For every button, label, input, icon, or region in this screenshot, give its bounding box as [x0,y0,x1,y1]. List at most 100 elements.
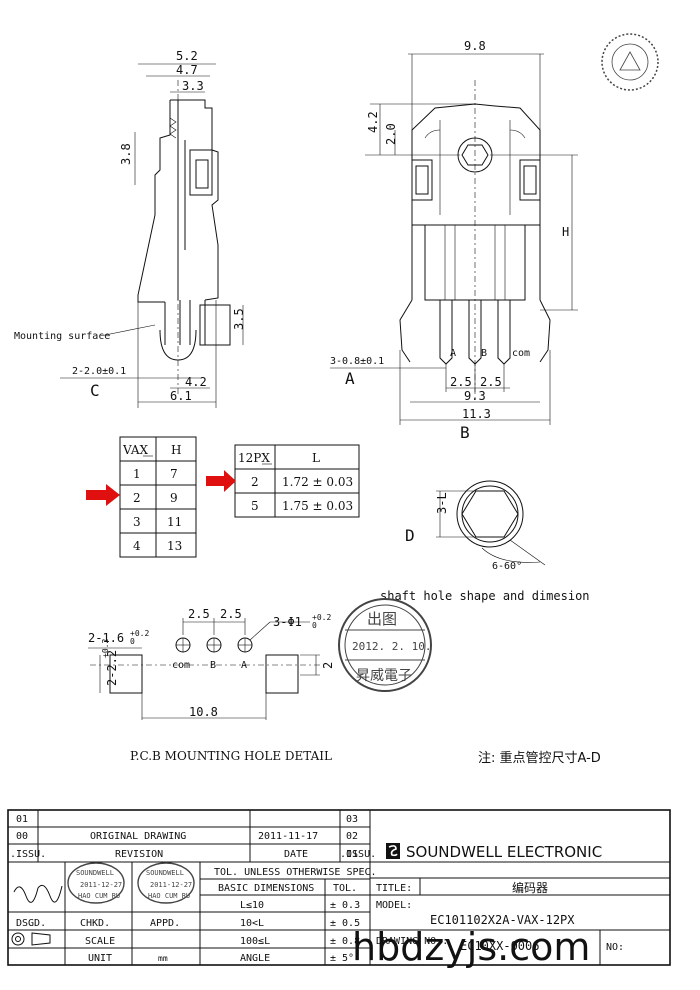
tol-value: ± 0.5 [330,918,360,929]
pcb-dim-slot-w: 2-1.6 [88,631,124,645]
release-stamp: 出图 2012. 2. 10. 昇威電子 [338,598,432,692]
pcb-pin-b: B [210,660,216,671]
dim-2-5-b: 2.5 [480,375,502,389]
release-stamp-top: 出图 [367,610,397,628]
pcb-pin-a: A [241,660,247,671]
pcb-dim-2-5-a: 2.5 [188,607,210,621]
checker-stamp-bottom: HAO CUM RU [78,892,120,900]
sign-label-chkd: CHKD. [80,918,110,929]
rev-number: 01 [346,849,358,860]
rev-number: 02 [346,831,358,842]
vax-cell: 13 [167,539,182,553]
dim-6-60: 6-60° [492,561,522,572]
unit-value: mm [158,954,168,963]
rev-header-issu: .ISSU. [10,849,46,860]
model-label: MODEL: [376,900,412,911]
tol-range: ANGLE [240,953,270,964]
pcb-tol-lower: 0 [130,637,135,646]
pcb-pin-com: com [172,660,190,671]
drawing-no-value: EC10XX-0006 [460,939,539,953]
pin-b-label: B [481,348,487,359]
pcb-dim-10-8: 10.8 [189,705,218,719]
side-view: 5.2 4.7 3.3 3.8 3.5 4.2 6.1 Mounting sur… [14,49,246,408]
vax-cell: 9 [170,491,178,505]
tol-value: ± 0.8 [330,936,360,947]
dim-4-2: 4.2 [185,375,207,389]
checker-stamp: SOUNDWELL 2011-12-27 HAO CUM RU [67,862,125,904]
pin-a-label: A [450,348,456,359]
vax-table: VAX H 1 7 2 9 3 11 4 13 [86,436,197,558]
drawing-no-label: DRAWING NO.: [376,936,448,947]
sign-label-appd: APPD. [150,918,180,929]
mounting-surface-label: Mounting surface [14,331,110,342]
vax-cell: 7 [170,467,178,481]
px-cell: 1.72 ± 0.03 [282,475,353,489]
vax-cell: 1 [133,467,141,481]
rev-header-date: DATE [284,849,308,860]
dim-3-l: 3-L [435,492,449,514]
vax-header-vax: VAX [122,443,149,457]
approver-stamp-date: 2011-12-27 [150,881,192,889]
vax-header-h: H [171,443,181,457]
title-block: 01 00 ORIGINAL DRAWING 2011-11-17 03 02 … [7,809,671,966]
dim-4-2-front: 4.2 [366,111,380,133]
sign-label-dsgd: DSGD. [16,918,46,929]
vax-cell: 4 [133,539,141,553]
dim-3-5: 3.5 [232,308,246,330]
shaft-hole-view: 3-L 6-60° D shaft hole shape and dimesio… [380,480,590,603]
px-cell: 2 [251,475,259,489]
pcb-detail: 2.5 2.5 3-Φ1 +0.2 0 2-1.6 +0.2 0 2-2.2 +… [88,607,335,763]
dim-5-2: 5.2 [176,49,198,63]
tol-range: 10<L [240,918,264,929]
rev-number: 03 [346,814,358,825]
watermark: hbdzyjs.com [352,925,591,969]
hole-dim-label: 2-2.0±0.1 [72,366,126,377]
vax-cell: 2 [133,491,141,505]
model-value: EC101102X2A-VAX-12PX [430,913,575,927]
pcb-dim-slot-h: 2-2.2 [105,650,119,686]
selected-arrow [206,470,236,492]
rev-no: 00 [16,831,28,842]
unit-label: UNIT [88,953,112,964]
pcb-dim-hole: 3-Φ1 [273,615,302,629]
rev-date: 2011-11-17 [258,831,318,842]
scale-label: SCALE [85,936,115,947]
company-name: SOUNDWELL ELECTRONIC [406,843,602,861]
dim-11-3: 11.3 [462,407,491,421]
no-label: NO: [606,942,624,953]
px-header-l: L [312,451,320,465]
rev-header-issu2: .ISSU. [340,849,376,860]
release-stamp-date: 2012. 2. 10. [352,640,431,653]
pcb-dim-2: 2 [321,662,335,669]
view-label-c: C [90,381,100,400]
tol-value: ± 5° [330,953,354,964]
pcb-tol-lower: 0 [312,621,317,630]
dim-9-3: 9.3 [464,389,486,403]
pcb-caption: P.C.B MOUNTING HOLE DETAIL [130,749,332,763]
shaft-hole-caption: shaft hole shape and dimesion [380,589,590,603]
rev-no: 01 [16,814,28,825]
checker-stamp-top: SOUNDWELL [76,869,114,877]
pcb-tol-upper: +0.2 [130,629,149,638]
rev-header-revision: REVISION [115,849,163,860]
px-table: 12PX L 2 1.72 ± 0.03 5 1.75 ± 0.03 [206,444,360,518]
checker-stamp-date: 2011-12-27 [80,881,122,889]
projection-symbol-icon [11,932,51,946]
dim-3-3: 3.3 [182,79,204,93]
dim-3-8: 3.8 [119,143,133,165]
company-logo-icon [386,843,400,859]
pin-dia-label: 3-0.8±0.1 [330,356,384,367]
view-label-a: A [345,369,355,388]
pcb-tol-upper: +0.2 [101,639,110,658]
approver-stamp-bottom: HAO CUM RU [148,892,190,900]
tol-range: L≤10 [240,900,264,911]
view-label-d: D [405,526,415,545]
pin-com-label: com [512,348,530,359]
dim-2-0: 2.0 [384,123,398,145]
approver-stamp: SOUNDWELL 2011-12-27 HAO CUM RU [137,862,195,904]
pcb-tol-upper: +0.2 [312,613,331,622]
tol-value: ± 0.3 [330,900,360,911]
approver-stamp-top: SOUNDWELL [146,869,184,877]
release-stamp-bottom: 昇威電子 [356,668,412,684]
